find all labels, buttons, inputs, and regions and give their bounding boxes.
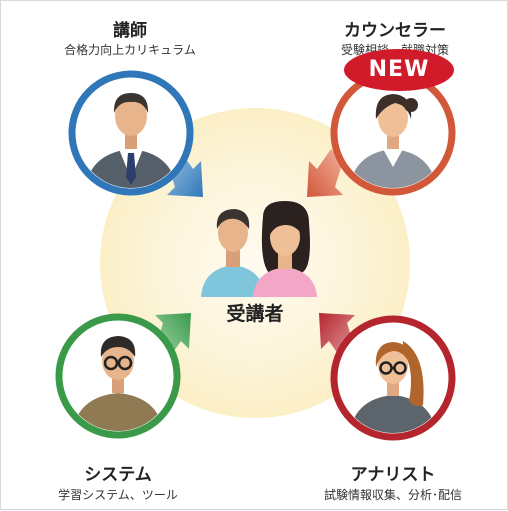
center-label: 受講者 xyxy=(226,303,284,325)
instructor-title: 講師 xyxy=(113,21,147,41)
analyst-avatar xyxy=(330,315,456,441)
glasses-man-icon xyxy=(72,336,164,431)
instructor-avatar xyxy=(68,70,194,196)
woman-staff-icon xyxy=(349,94,437,188)
analyst-subtitle: 試験情報収集、分析･配信 xyxy=(323,488,462,502)
instructor-subtitle: 合格力向上カリキュラム xyxy=(64,43,196,57)
counselor-avatar xyxy=(330,70,456,196)
system-avatar xyxy=(55,313,181,439)
students-pair-icon xyxy=(201,201,317,297)
system-title: システム xyxy=(84,465,152,485)
arrow-counselor xyxy=(307,149,343,197)
new-badge: NEW xyxy=(344,49,454,91)
analyst-title: アナリスト xyxy=(350,465,436,485)
glasses-woman-icon xyxy=(349,341,437,433)
counselor-title: カウンセラー xyxy=(344,21,446,41)
businessman-icon xyxy=(85,93,177,188)
system-subtitle: 学習システム、ツール xyxy=(58,488,178,502)
